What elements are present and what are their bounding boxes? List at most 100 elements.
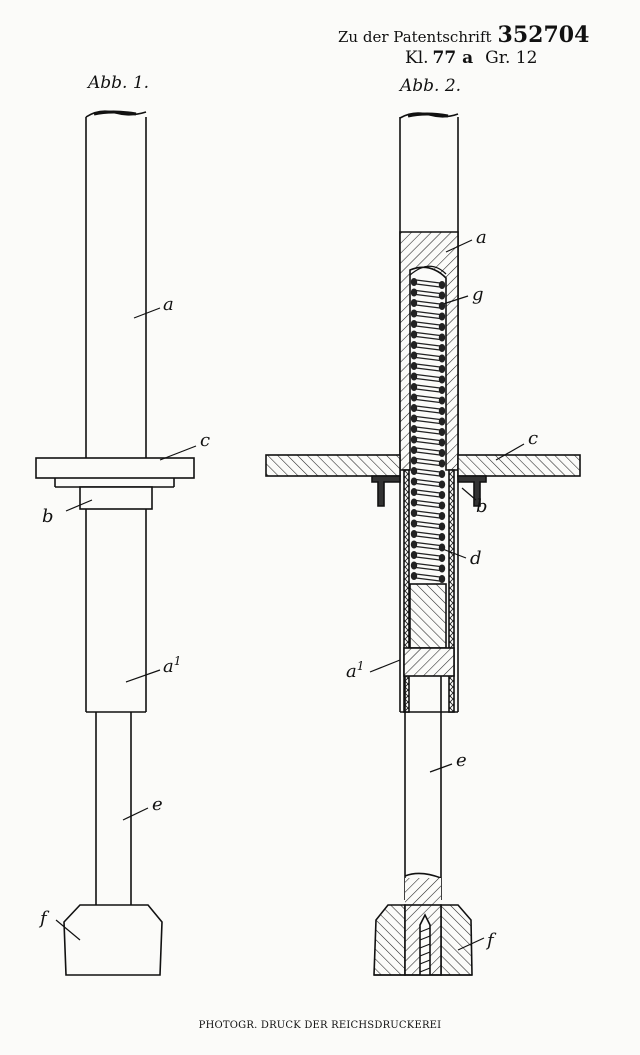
leader-f-fig2 (457, 937, 485, 951)
spring-coil-left (410, 299, 418, 307)
spring-wire (415, 415, 441, 421)
spring-coil-right (438, 501, 446, 510)
spring-coil-left (410, 362, 418, 370)
label-e-fig1: e (152, 794, 163, 815)
spring-coil-left (410, 351, 418, 360)
label-a1-fig1: a1 (163, 654, 181, 677)
leader-f-fig1 (55, 919, 81, 941)
leader-e-fig2 (429, 763, 453, 773)
spring-coil-left (410, 414, 418, 423)
spring-coil-right (438, 449, 446, 457)
spring-wire (415, 489, 441, 494)
spring-wire (415, 356, 441, 362)
spring-wire (415, 419, 441, 425)
spring-coil-left (410, 341, 418, 349)
gr-label: Gr. 12 (485, 48, 538, 68)
spring-coil-right (438, 428, 446, 436)
leader-a1-fig1 (125, 669, 161, 683)
spring-coil-left (410, 456, 418, 465)
spring-wire (415, 447, 441, 452)
spring-wire (415, 331, 441, 337)
spring-wire (415, 321, 441, 326)
spring-coil-right (438, 438, 446, 447)
fig1-sleeve-b (79, 486, 153, 510)
spring-wire (415, 457, 441, 463)
spring-coil-left (410, 498, 418, 507)
spring-wire (415, 461, 441, 467)
spring-coil-right (438, 323, 446, 331)
label-e-fig2: e (456, 750, 467, 771)
spring-wire (415, 346, 441, 351)
spring-wire (415, 373, 441, 379)
patent-number: 352704 (497, 22, 590, 48)
spring-wire (415, 562, 441, 568)
spring-coil-left (410, 467, 418, 475)
spring-wire (415, 493, 441, 498)
spring-coil-right (438, 354, 446, 363)
spring-wire (415, 300, 441, 305)
spring-wire (415, 440, 441, 446)
spring-coil-right (438, 543, 446, 552)
spring-coil-right (438, 365, 446, 373)
label-a-fig1: a (163, 294, 174, 315)
printer-footer: PHOTOGR. DRUCK DER REICHSDRUCKEREI (198, 1020, 442, 1031)
fig1-rod-e (95, 712, 132, 905)
spring-coil-left (410, 278, 418, 286)
spring-coil-right (438, 554, 446, 562)
spring-coil-left (410, 551, 418, 559)
spring-wire (415, 409, 441, 414)
spring-coil-right (438, 417, 446, 426)
spring-wire (415, 304, 441, 309)
spring-coil-right (438, 386, 446, 394)
spring-coil-right (438, 470, 446, 478)
spring-wire (415, 325, 441, 330)
spring-wire (415, 520, 441, 526)
spring-coil-left (410, 404, 418, 412)
spring-coil-right (438, 491, 446, 499)
spring-wire (415, 541, 441, 547)
fig1-foot-f (63, 904, 163, 976)
fig2-spring-coils (410, 278, 446, 583)
spring-coil-left (410, 509, 418, 517)
fig1-inner-tube-a1 (85, 509, 147, 713)
spring-coil-left (410, 330, 418, 339)
spring-wire (415, 482, 441, 488)
kl-label: Kl. (405, 48, 429, 68)
spring-wire (415, 289, 441, 295)
spring-coil-left (410, 372, 418, 381)
label-f-fig2: f (485, 930, 497, 951)
spring-wire (415, 552, 441, 557)
spring-wire (415, 499, 441, 505)
spring-coil-left (410, 425, 418, 433)
spring-wire (415, 367, 441, 372)
fig2-foot-f (373, 904, 473, 976)
label-b-fig1: b (42, 506, 54, 527)
spring-coil-left (410, 383, 418, 391)
spring-coil-left (410, 519, 418, 528)
leader-b-fig1 (65, 499, 93, 512)
spring-coil-right (438, 407, 446, 415)
spring-wire (415, 388, 441, 393)
spring-wire (415, 503, 441, 509)
spring-coil-right (438, 522, 446, 531)
fig1-collar-c (35, 457, 195, 488)
spring-coil-left (410, 488, 418, 496)
spring-wire (415, 342, 441, 347)
leader-a-fig1 (133, 307, 161, 319)
spring-wire (415, 426, 441, 431)
leader-a-fig2 (445, 239, 473, 253)
patent-classification: Kl.77 a Gr. 12 (405, 48, 537, 68)
leader-g-fig2 (439, 295, 469, 306)
fig2-title: Abb. 2. (400, 76, 462, 96)
spring-coil-right (438, 281, 446, 289)
spring-wire (415, 335, 441, 341)
label-a-fig2: a (476, 227, 487, 248)
fig1-outer-tube (85, 110, 147, 458)
spring-wire (415, 279, 441, 284)
label-a1-fig2: a1 (346, 659, 364, 682)
leader-b-fig2 (461, 487, 477, 501)
kl-value: 77 a (432, 48, 474, 68)
label-d-fig2: d (470, 548, 482, 569)
spring-wire (415, 283, 441, 288)
